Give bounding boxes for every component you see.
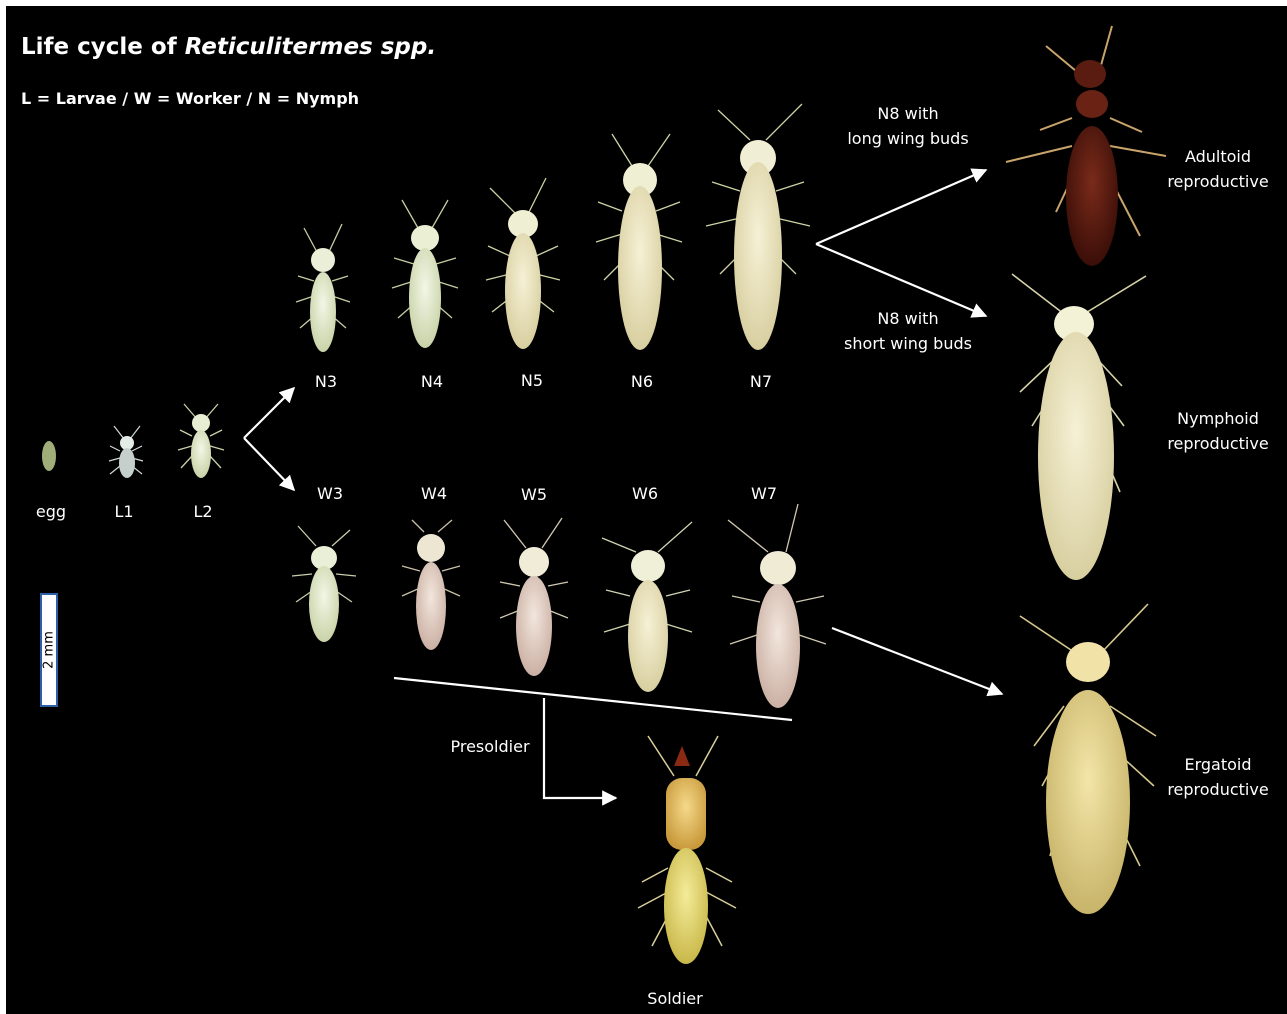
label-n7: N7 (750, 372, 772, 391)
label-l2: L2 (193, 502, 212, 521)
branch-arrow-to-worker (244, 438, 294, 490)
label-w7: W7 (751, 484, 777, 503)
egg-specimen (42, 441, 56, 471)
presoldier-line (394, 678, 792, 720)
label-n5: N5 (521, 371, 543, 390)
worker-w3-specimen (292, 526, 356, 642)
scale-bar: 2 mm (40, 593, 58, 707)
label-w4: W4 (421, 484, 447, 503)
label-n6: N6 (631, 372, 653, 391)
larva-l2-specimen (178, 404, 224, 478)
label-egg: egg (36, 502, 66, 521)
branch-arrow-to-nymph (244, 388, 294, 438)
adultoid-specimen (1006, 26, 1166, 266)
diagram-frame: Life cycle of Reticulitermes spp. L = La… (6, 6, 1287, 1014)
arrow-to-adultoid (816, 170, 986, 244)
worker-w4-specimen (402, 520, 460, 650)
nymph-n4-specimen (392, 200, 458, 348)
label-w3: W3 (317, 484, 343, 503)
label-w6: W6 (632, 484, 658, 503)
label-l1: L1 (114, 502, 133, 521)
worker-w6-specimen (602, 522, 692, 692)
label-n3: N3 (315, 372, 337, 391)
soldier-specimen (638, 736, 736, 964)
larva-l1-specimen (109, 426, 143, 478)
presoldier-arrow (544, 698, 616, 798)
diagram-title: Life cycle of Reticulitermes spp. (21, 34, 436, 60)
label-presoldier: Presoldier (450, 737, 529, 756)
scale-bar-label: 2 mm (42, 631, 57, 669)
label-w5: W5 (521, 485, 547, 504)
arrow-to-ergatoid (832, 628, 1002, 694)
nymphoid-specimen (1012, 274, 1146, 580)
nymph-n7-specimen (706, 104, 810, 350)
ergatoid-specimen (1020, 604, 1156, 914)
label-soldier: Soldier (647, 989, 702, 1008)
nymph-n6-specimen (596, 134, 682, 350)
nymph-n5-specimen (486, 178, 560, 349)
nymph-n3-specimen (296, 224, 350, 352)
label-n4: N4 (421, 372, 443, 391)
stage-legend: L = Larvae / W = Worker / N = Nymph (21, 89, 359, 108)
worker-w7-specimen (728, 504, 826, 708)
worker-w5-specimen (500, 518, 568, 676)
